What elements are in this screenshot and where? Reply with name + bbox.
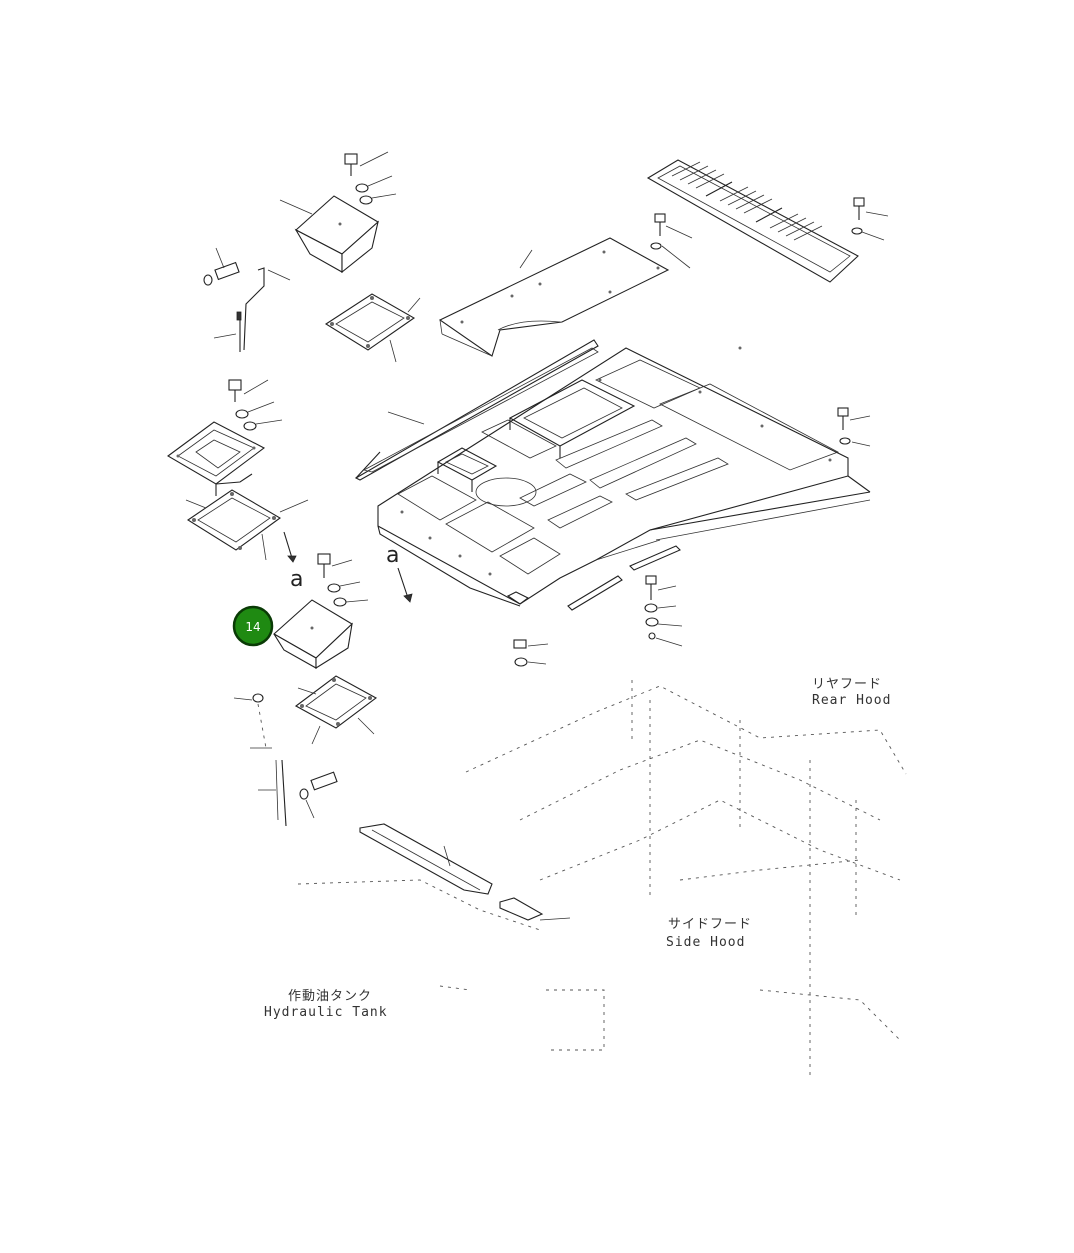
rear-hood-jp: リヤフード xyxy=(812,677,882,692)
view-label-a-left: a xyxy=(290,567,303,592)
cover-box-left xyxy=(167,421,266,496)
bolt-hood-right xyxy=(837,407,871,447)
top-cover-plate xyxy=(438,237,670,357)
side-hood-jp: サイドフード xyxy=(668,917,752,932)
cover-box-lower xyxy=(273,599,353,669)
gasket-frame-upper xyxy=(324,293,421,363)
label-rear-hood: リヤフード Rear Hood xyxy=(812,677,891,708)
latch-rod-lower xyxy=(233,693,338,827)
label-side-hood: サイドフード Side Hood xyxy=(666,917,752,950)
view-arrow-a-left: a xyxy=(283,531,303,592)
view-label-a-right: a xyxy=(386,543,399,568)
hydraulic-tank-en: Hydraulic Tank xyxy=(264,1005,388,1020)
rear-grille xyxy=(646,159,859,283)
gasket-frame-lower xyxy=(294,675,378,745)
callout-number: 14 xyxy=(245,620,260,634)
bolt-upper xyxy=(344,151,397,205)
ghosted-machine-frame xyxy=(297,680,907,1080)
side-strip-lower xyxy=(359,823,571,921)
latch-rod-upper xyxy=(203,247,291,352)
side-rail-strip xyxy=(354,339,599,481)
cover-box-upper xyxy=(279,195,379,274)
bolt-left-mid xyxy=(228,379,283,431)
callout-14[interactable]: 14 xyxy=(232,605,274,647)
rear-hood-en: Rear Hood xyxy=(812,693,891,708)
main-hood-panel xyxy=(377,346,871,607)
bolt-grille-left xyxy=(650,213,693,269)
hood-bottom-hardware xyxy=(513,545,683,667)
view-arrow-a-right: a xyxy=(386,543,413,603)
side-hood-en: Side Hood xyxy=(666,935,745,950)
bolt-grille-right xyxy=(851,197,889,241)
gasket-frame-left xyxy=(185,489,309,561)
hydraulic-tank-jp: 作動油タンク xyxy=(288,989,372,1004)
label-hydraulic-tank: 作動油タンク Hydraulic Tank xyxy=(264,989,388,1020)
bolt-lower xyxy=(317,553,369,607)
